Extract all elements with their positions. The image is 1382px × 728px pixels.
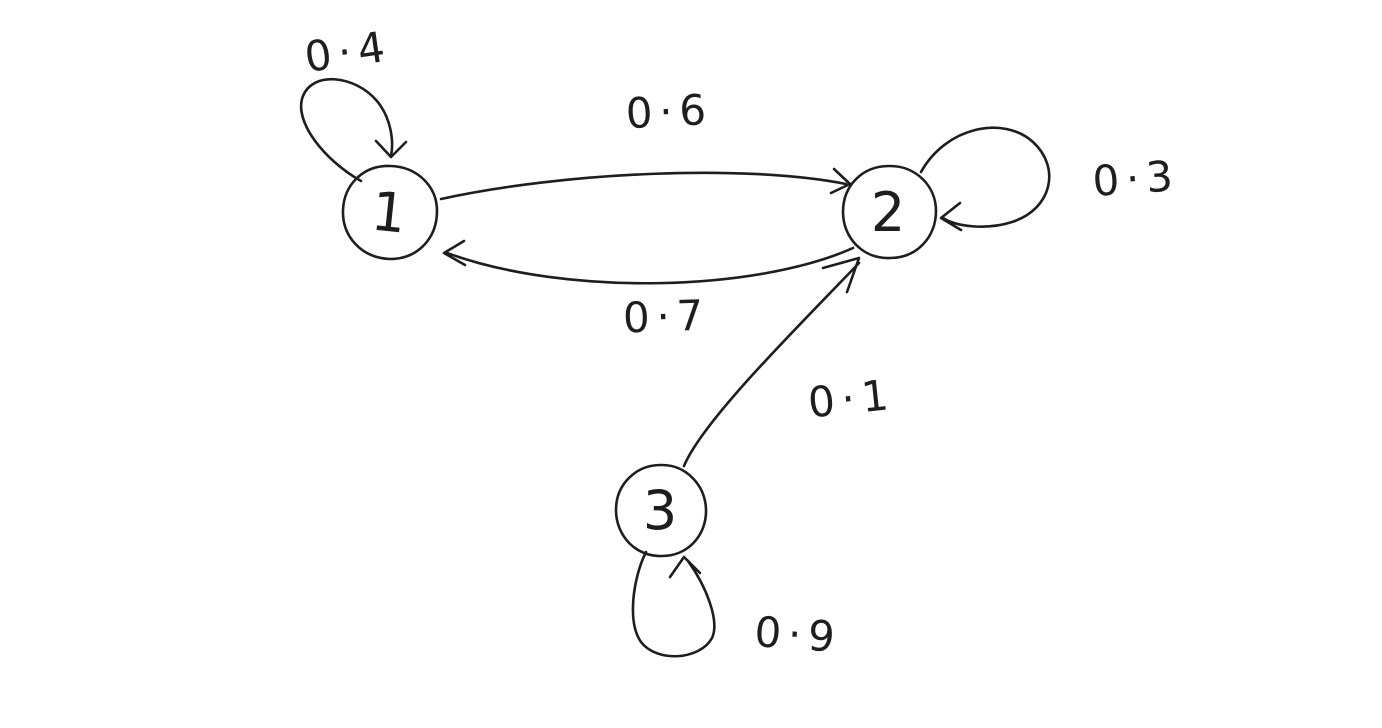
edge-1-1-label: 0·4 [302,21,395,82]
edge-3-3-loop [631,550,716,658]
edge-3-3-label: 0·9 [753,607,843,662]
edge-1-1-loop [299,77,394,183]
edge-3-2-label: 0·1 [806,370,898,428]
node-3-label: 3 [643,479,677,542]
edge-1-2-label: 0·6 [625,85,714,138]
node-2-label: 2 [871,181,905,244]
edge-3-2-line [682,261,861,468]
node-1-circle [341,164,439,261]
node-3-circle [614,463,708,558]
node-1-label: 1 [369,179,410,245]
edge-2-2: 0·3 [919,126,1181,232]
edge-1-2-arc [439,171,848,201]
arrowhead-into-node-2-left [829,167,852,195]
edge-1-2: 0·6 [439,85,852,201]
edge-2-2-label: 0·3 [1091,151,1181,206]
edge-3-2: 0·1 [682,256,898,468]
node-3: 3 [614,463,708,558]
edge-2-1-label: 0·7 [622,291,711,343]
edge-3-3: 0·9 [631,550,843,662]
arrowhead-into-node-3-bottom [668,555,702,579]
diagram-strokes: 0·4 0·6 0·3 0·7 [299,21,1181,662]
node-2: 2 [841,164,938,260]
edge-2-1: 0·7 [442,239,855,343]
arrowhead-into-node-2-right [939,201,963,232]
arrowhead-into-node-2-bottom [821,256,861,294]
edge-2-2-loop [919,126,1051,228]
edge-2-1-arc [445,246,855,285]
node-2-circle [841,164,938,260]
edge-1-1: 0·4 [299,21,408,183]
arrowhead-into-node-1-bottom [442,239,467,267]
arrowhead-into-node-1-top [374,139,408,159]
node-1: 1 [341,164,439,261]
